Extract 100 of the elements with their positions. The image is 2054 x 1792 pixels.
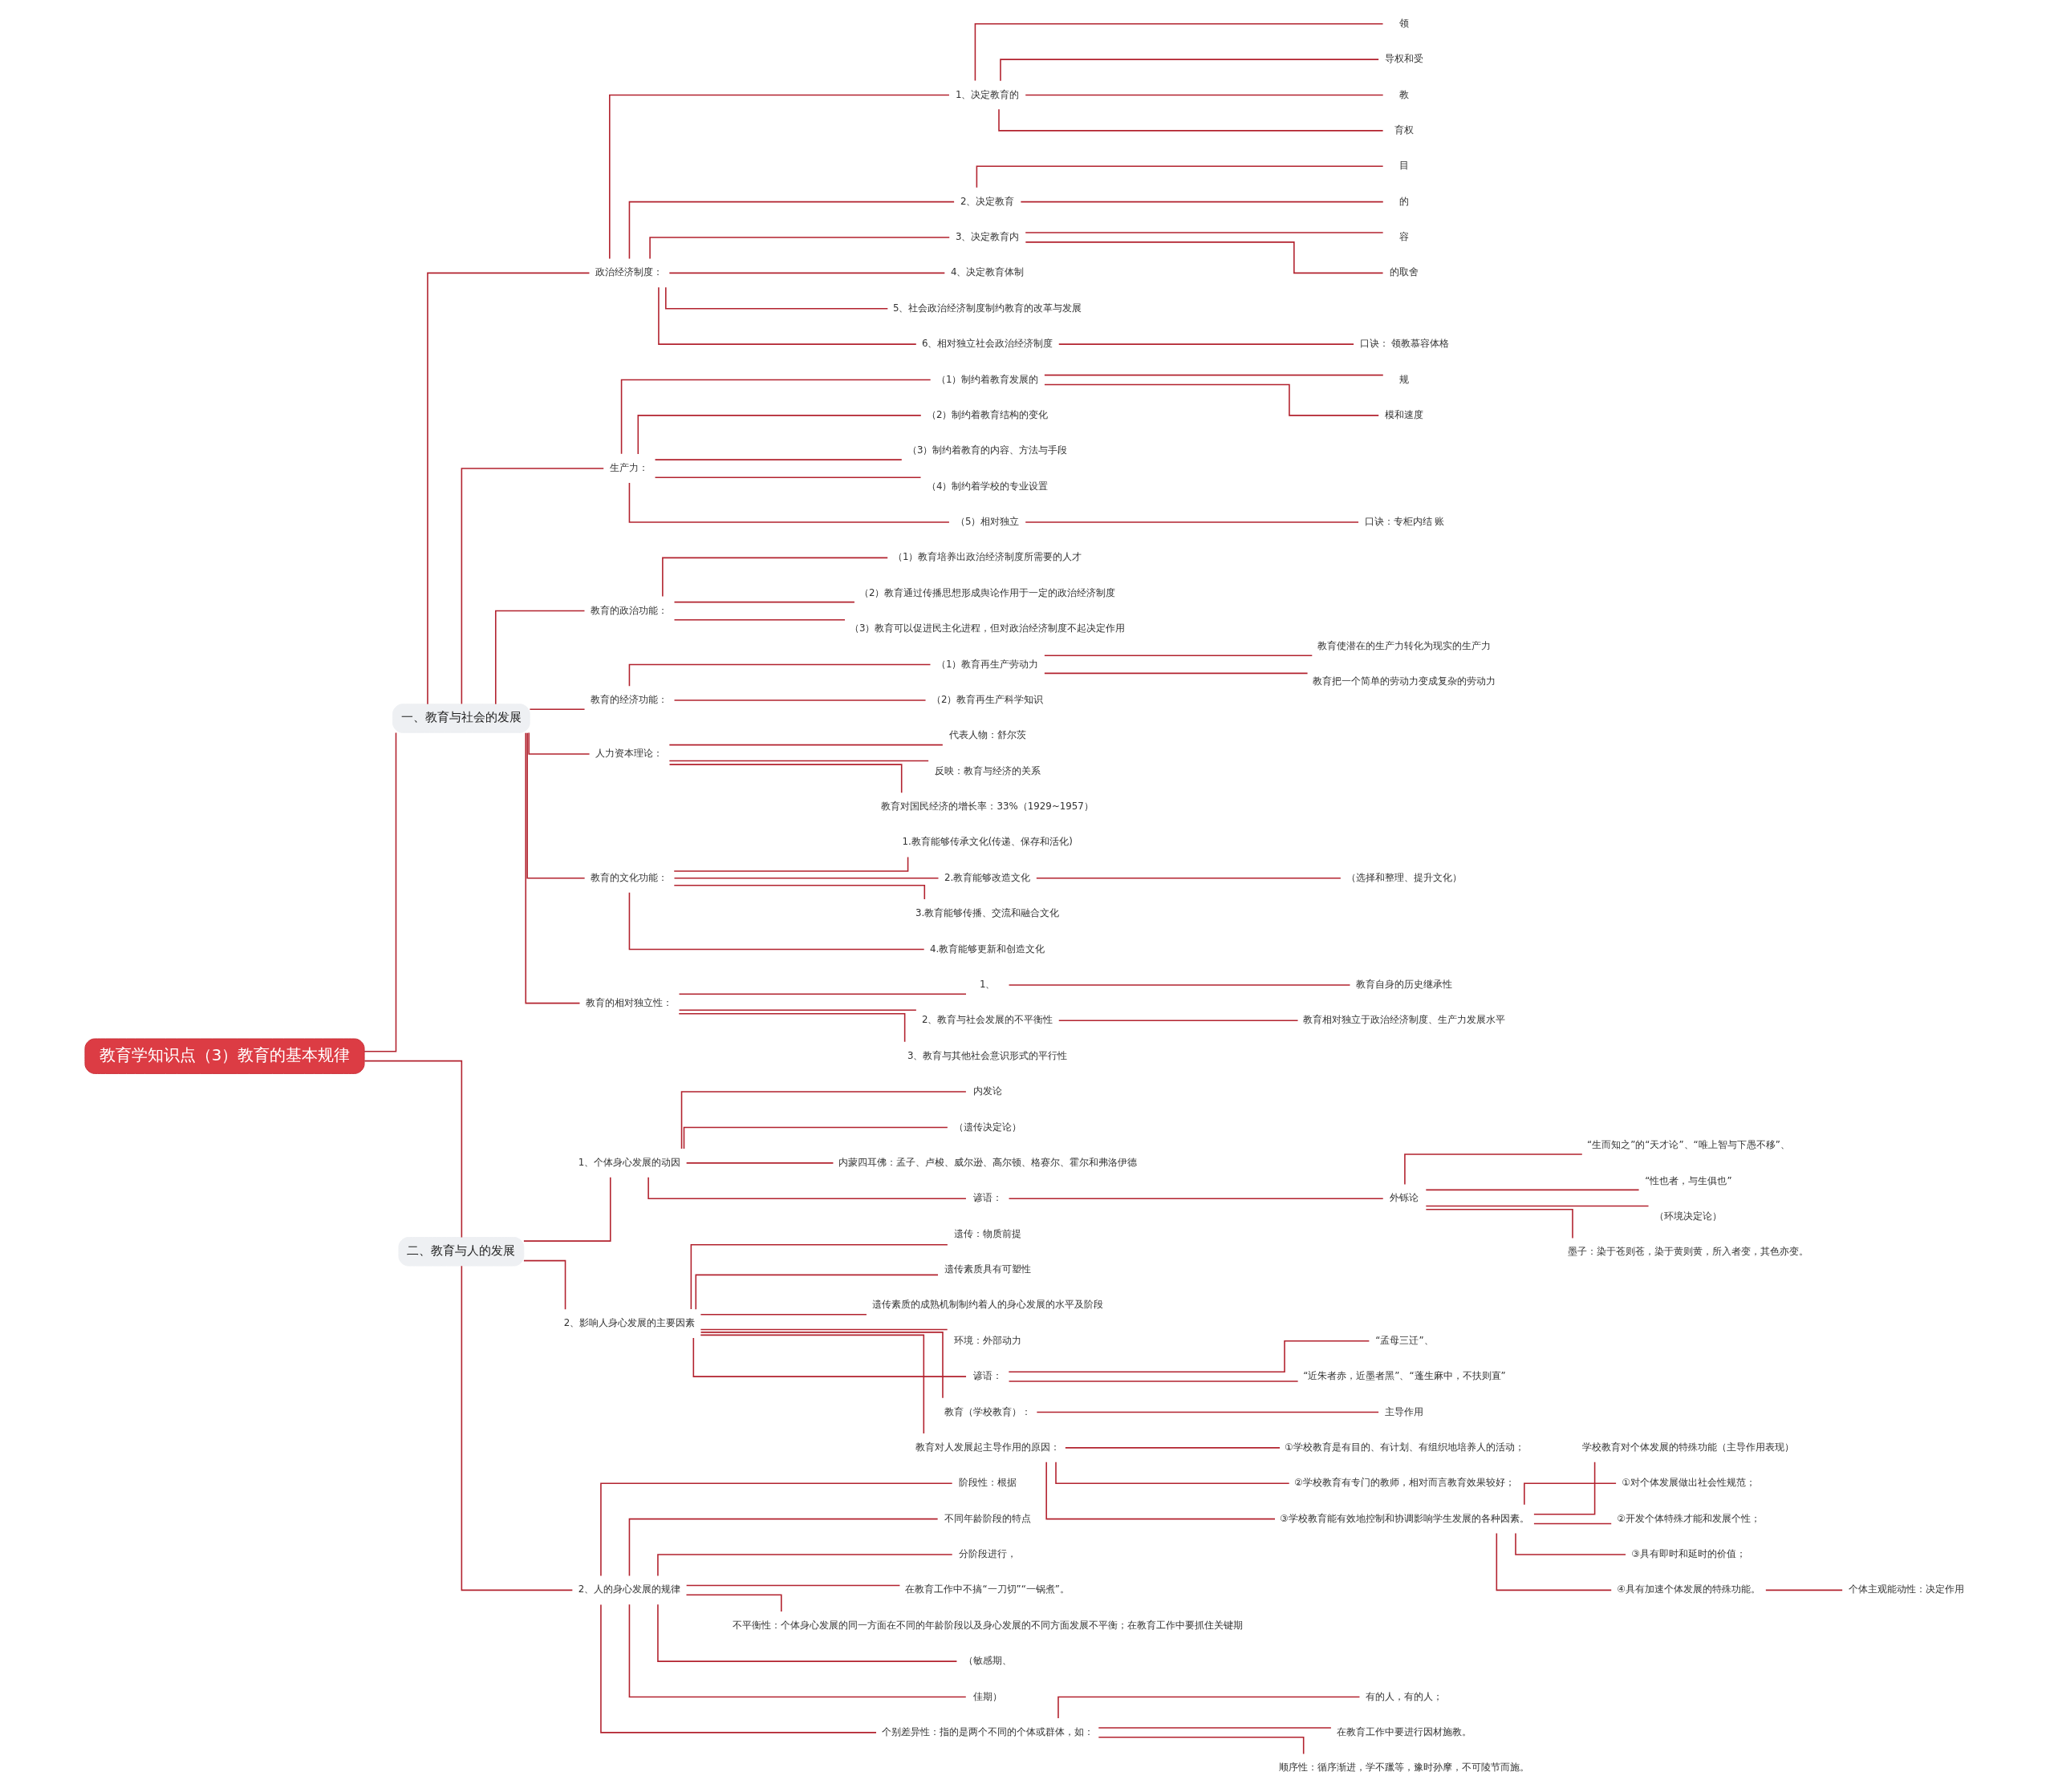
node-text: 3、决定教育内 — [955, 231, 1019, 243]
node-text: 4、决定教育体制 — [950, 266, 1024, 278]
connector — [668, 272, 945, 274]
connector — [426, 272, 590, 705]
connector — [363, 732, 396, 1052]
connector — [1064, 1447, 1281, 1449]
node-text: 导权和受 — [1384, 53, 1423, 65]
node-text: （1）教育再生产劳动力 — [936, 658, 1038, 670]
connector — [673, 619, 846, 621]
node-text: 1、个体身心发展的动因 — [578, 1156, 680, 1168]
connector — [685, 1594, 782, 1612]
connector — [1057, 1020, 1298, 1022]
node-text: 在教育工作中不搞“一刀切”“一锅煮”。 — [904, 1583, 1070, 1595]
connector — [999, 59, 1379, 82]
connector — [654, 476, 921, 479]
connector — [690, 1243, 948, 1310]
node-text: 教育使潜在的生产力转化为现实的生产力 — [1317, 639, 1491, 651]
connector — [673, 884, 925, 900]
node-text: 佳期） — [972, 1690, 1002, 1702]
node-text: 学校教育对个体发展的特殊功能（主导作用表现） — [1581, 1441, 1794, 1453]
node-text: ①对个体发展做出社会性规范； — [1621, 1477, 1756, 1489]
connector — [1035, 878, 1342, 879]
connector — [685, 1584, 900, 1587]
node-box: 一、教育与社会的发展 — [392, 703, 530, 733]
node-text: 2、影响人身心发展的主要因素 — [563, 1317, 695, 1329]
connector — [1057, 343, 1354, 345]
node-text: （敏感期、 — [963, 1655, 1012, 1667]
node-text: （遗传决定论） — [953, 1121, 1021, 1133]
node-text: 3.教育能够传播、交流和融合文化 — [915, 907, 1059, 919]
node-text: 谚语： — [972, 1370, 1002, 1382]
node-text: ③学校教育能有效地控制和协调影响学生发展的各种因素。 — [1279, 1512, 1529, 1524]
node-text: 教育对国民经济的增长率：33%（1929~1957） — [880, 801, 1094, 813]
node-text: 教育相对独立于政治经济制度、生产力发展水平 — [1302, 1014, 1505, 1026]
connector — [628, 892, 924, 951]
node-text: 6、相对独立社会政治经济制度 — [921, 338, 1053, 350]
node-text: 教育的政治功能： — [590, 604, 668, 616]
node-text: 在教育工作中要进行因材施教。 — [1336, 1725, 1471, 1737]
connector — [1523, 1482, 1617, 1506]
connector — [695, 1274, 939, 1310]
node-text: 的 — [1398, 195, 1409, 207]
connector — [1025, 241, 1383, 274]
connector — [1024, 94, 1383, 96]
node-text: 政治经济制度： — [595, 266, 663, 278]
connector — [1764, 1589, 1843, 1591]
connector — [527, 732, 590, 755]
connector — [668, 760, 929, 762]
connector — [1532, 1462, 1595, 1515]
node-text: 目 — [1398, 160, 1409, 172]
connector — [620, 379, 931, 455]
connector — [661, 557, 888, 598]
node-text: 谚语： — [972, 1192, 1002, 1204]
node-text: ①学校教育是有目的、有计划、有组织地培养人的活动； — [1284, 1441, 1524, 1453]
node-text: （3）制约着教育的内容、方法与手段 — [907, 444, 1067, 456]
connector — [1043, 383, 1379, 416]
node-text: 1、 — [979, 979, 995, 990]
connector — [599, 1603, 877, 1733]
node-text: 遗传：物质前提 — [953, 1227, 1021, 1239]
node-text: 教育的文化功能： — [590, 871, 668, 883]
node-box: 二、教育与人的发展 — [397, 1237, 524, 1267]
node-text: （2）教育再生产科学知识 — [931, 693, 1043, 705]
connector — [699, 1334, 924, 1434]
node-text: ②学校教育有专门的教师，相对而言教育效果较好； — [1293, 1477, 1515, 1489]
node-text: 5、社会政治经济制度制约教育的改革与发展 — [892, 302, 1082, 314]
connector — [673, 699, 926, 701]
node-text: 教 — [1398, 88, 1409, 100]
node-text: 1.教育能够传承文化(传递、保存和活化) — [901, 836, 1073, 848]
node-text: 口诀：专柜内结 账 — [1364, 516, 1444, 528]
node-text: （2）制约着教育结构的变化 — [926, 408, 1048, 420]
node-text: 1、决定教育的 — [955, 88, 1019, 100]
node-text: 的取舍 — [1389, 266, 1419, 278]
node-text: “生而知之”的“天才论”、“唯上智与下愚不移”、 — [1586, 1139, 1790, 1151]
connector — [1425, 1189, 1639, 1191]
connector — [1403, 1153, 1583, 1186]
connector — [522, 1176, 611, 1242]
node-text: （4）制约着学校的专业设置 — [926, 480, 1048, 492]
connector — [1054, 1461, 1289, 1485]
node-text: “性也者，与生俱也” — [1644, 1174, 1732, 1186]
node-text: ②开发个体特殊才能和发展个性； — [1616, 1512, 1760, 1524]
connector — [700, 1332, 944, 1399]
connector — [526, 732, 585, 879]
connector — [529, 708, 585, 711]
connector — [524, 732, 580, 1004]
node-text: 模和速度 — [1384, 408, 1423, 420]
node-text: 3、教育与其他社会意识形式的平行性 — [907, 1049, 1067, 1061]
connector — [628, 1518, 938, 1577]
connector — [657, 286, 917, 345]
connector — [1098, 1737, 1304, 1755]
node-text: 环境：外部动力 — [953, 1334, 1021, 1346]
connector — [628, 201, 955, 260]
node-text: 口诀： 领教慕容体格 — [1359, 338, 1449, 350]
connector — [1045, 1462, 1276, 1520]
connector — [628, 1603, 967, 1698]
connector — [692, 1337, 967, 1377]
node-text: 反映：教育与经济的关系 — [934, 764, 1041, 776]
node-text: 容 — [1398, 231, 1409, 243]
connector — [680, 1091, 967, 1149]
node-text: 生产力： — [609, 462, 648, 474]
node-text: （5）相对独立 — [955, 516, 1019, 528]
node-text: 育权 — [1394, 124, 1414, 136]
connector — [1098, 1727, 1332, 1729]
